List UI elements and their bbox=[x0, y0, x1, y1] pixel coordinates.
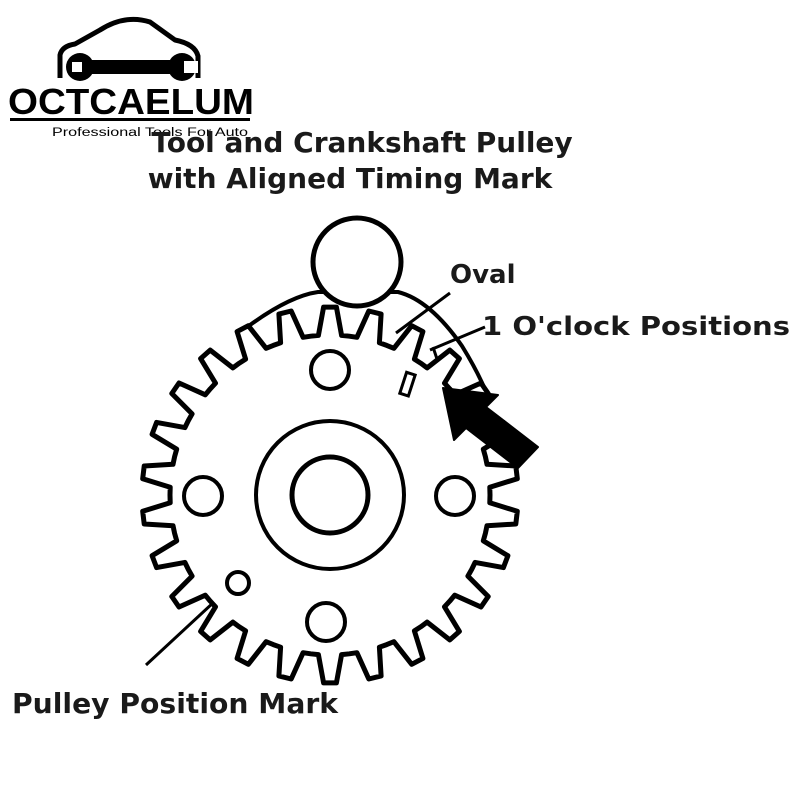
car-wrench-logo-icon bbox=[10, 16, 250, 121]
oval-leader-line bbox=[395, 291, 451, 335]
pulley-mark-leader-line bbox=[144, 600, 216, 667]
bolt-hole-right bbox=[434, 475, 476, 517]
pulley-hub-inner bbox=[289, 454, 371, 536]
title-line-2: with Aligned Timing Mark bbox=[148, 162, 554, 195]
brand-logo: OCTCAELUM Professional Tools For Auto bbox=[8, 16, 254, 139]
bolt-hole-top bbox=[309, 349, 351, 391]
timing-tool-tip bbox=[310, 215, 404, 309]
alignment-arrow-icon bbox=[442, 387, 539, 469]
crankshaft-pulley-gear bbox=[140, 304, 520, 686]
brand-name: OCTCAELUM bbox=[8, 81, 254, 122]
pulley-position-hole bbox=[225, 570, 251, 596]
timing-mark-slot bbox=[397, 370, 418, 398]
timing-tool-outline bbox=[248, 290, 488, 394]
clock-position-label: 1 O'clock Positions bbox=[482, 312, 790, 342]
title-line-1: Tool and Crankshaft Pulley bbox=[151, 126, 572, 159]
oval-label: Oval bbox=[450, 260, 516, 290]
pulley-position-mark-label: Pulley Position Mark bbox=[12, 687, 339, 720]
pulley-hub-outer bbox=[254, 419, 406, 571]
bolt-hole-left bbox=[182, 475, 224, 517]
bolt-hole-bottom bbox=[305, 601, 347, 643]
brand-tagline: Professional Tools For Auto bbox=[52, 127, 248, 139]
clock-leader-line bbox=[429, 325, 486, 352]
